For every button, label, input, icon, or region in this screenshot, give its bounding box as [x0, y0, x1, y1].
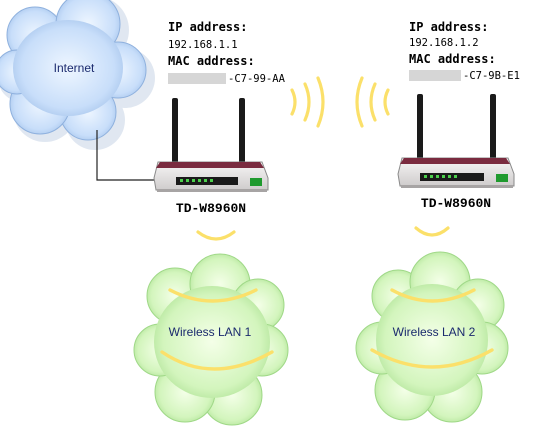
router-2-mac-suffix: -C7-9B-E1: [463, 70, 520, 82]
router-1-ip-heading: IP address:: [168, 20, 247, 34]
router-2-down-wave: [414, 226, 450, 237]
router-2-antenna-right: [490, 94, 496, 160]
internet-cloud: Internet: [0, 0, 155, 150]
router-1-mac-heading: MAC address:: [168, 54, 255, 68]
wlan-2-label: Wireless LAN 2: [393, 325, 476, 339]
router-1-down-wave: [196, 230, 236, 241]
wlan-2-cloud: Wireless LAN 2: [355, 251, 509, 423]
internet-cable: [96, 130, 160, 181]
wireless-link-waves: [290, 76, 390, 128]
router-1-model: TD-W8960N: [176, 201, 246, 216]
internet-label: Internet: [54, 61, 95, 75]
wlan-1-cloud: Wireless LAN 1: [133, 253, 289, 426]
wlan-1-label: Wireless LAN 1: [169, 325, 252, 339]
router-1-antenna-left: [172, 98, 178, 164]
router-2-antenna-left: [417, 94, 423, 160]
router-1-info: IP address: 192.168.1.1 MAC address: -C7…: [168, 20, 286, 85]
router-1-antenna-right: [239, 98, 245, 164]
router-2-ip-heading: IP address:: [409, 20, 488, 34]
router-2-mac-heading: MAC address:: [409, 52, 496, 66]
router-1-ip-value: 192.168.1.1: [168, 39, 238, 51]
router-1-device: [153, 98, 269, 192]
router-2-device: [397, 94, 515, 188]
router-1-mac-redacted: [168, 73, 226, 84]
router-2-info: IP address: 192.168.1.2 MAC address: -C7…: [409, 20, 520, 82]
router-2-ip-value: 192.168.1.2: [409, 37, 479, 49]
router-1-mac-suffix: -C7-99-AA: [228, 73, 286, 85]
router-2-mac-redacted: [409, 70, 461, 81]
router-2-model: TD-W8960N: [421, 196, 491, 211]
